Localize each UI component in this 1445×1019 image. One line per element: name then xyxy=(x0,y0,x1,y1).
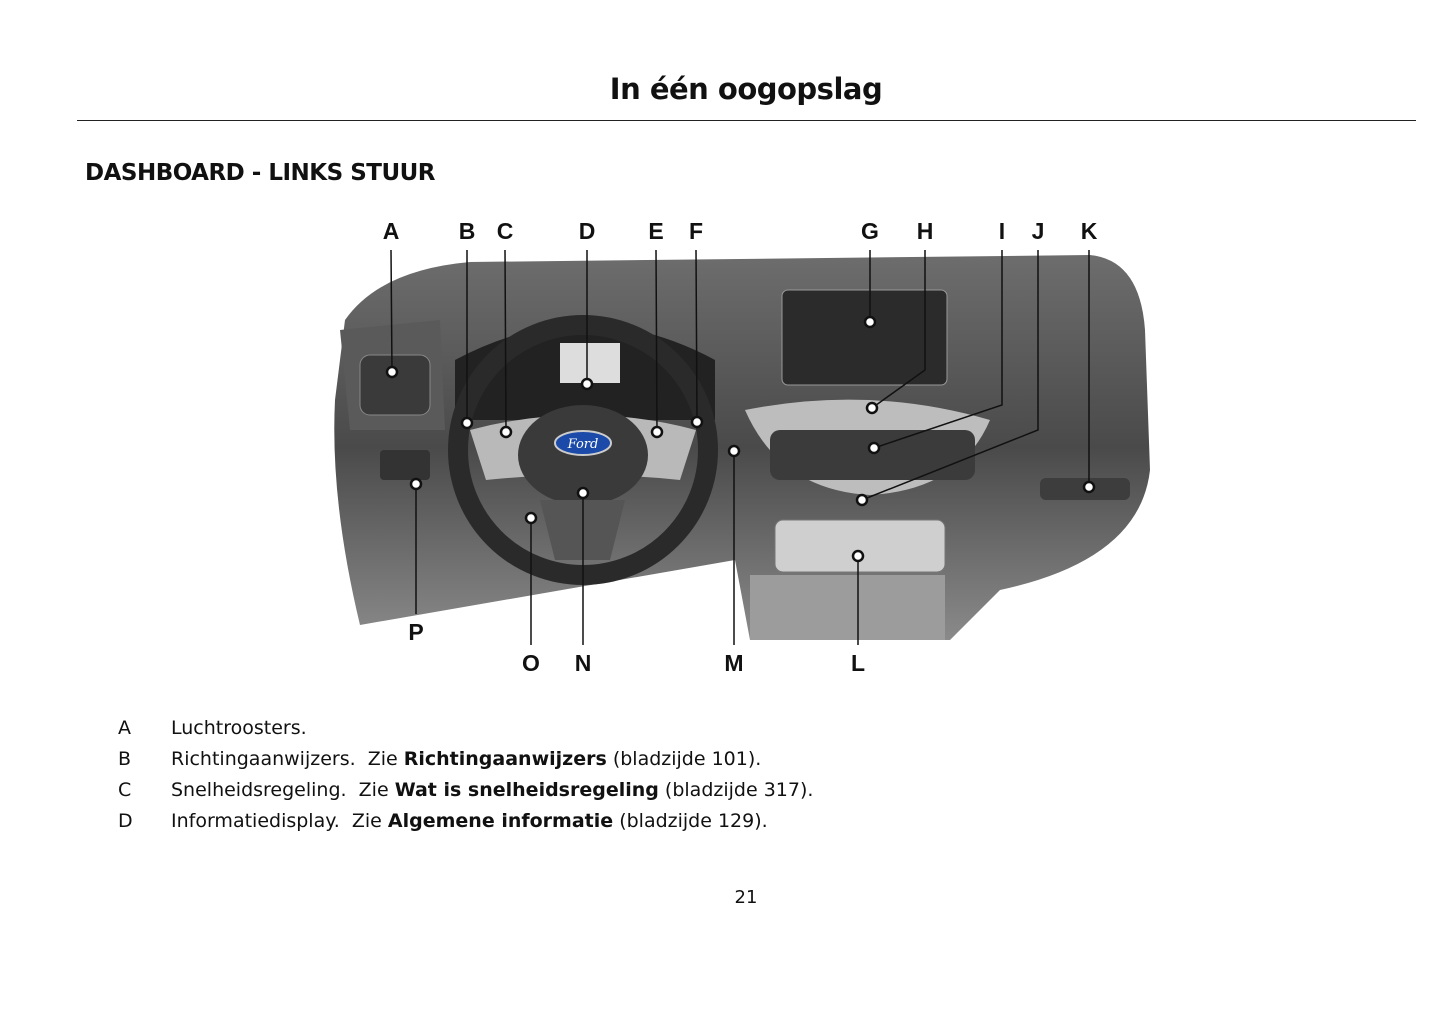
callout-dot-k xyxy=(1082,480,1096,494)
callout-label-b: B xyxy=(459,218,476,244)
callout-label-j: J xyxy=(1032,218,1045,244)
callout-dot-n xyxy=(576,486,590,500)
page-title: In één oogopslag xyxy=(609,72,883,106)
callout-label-l: L xyxy=(851,650,865,676)
callout-dot-e xyxy=(650,425,664,439)
leader-line-j xyxy=(861,250,1039,501)
page-number: 21 xyxy=(734,887,758,908)
callout-dot-a xyxy=(385,365,399,379)
leader-line-h xyxy=(871,250,926,409)
legend-text: Snelheidsregeling. Zie xyxy=(171,778,395,801)
legend-item: C Snelheidsregeling. Zie Wat is snelheids… xyxy=(118,774,813,805)
ford-logo-text: Ford xyxy=(567,437,599,452)
leader-line-a xyxy=(390,249,393,373)
callout-dot-l xyxy=(851,549,865,563)
legend-text: Informatiedisplay. Zie xyxy=(171,809,388,832)
callout-dot-i xyxy=(867,441,881,455)
section-heading: DASHBOARD - LINKS STUUR xyxy=(85,160,436,186)
callout-label-g: G xyxy=(861,218,879,244)
callout-dot-g xyxy=(863,315,877,329)
callout-dot-m xyxy=(727,444,741,458)
callout-dot-o xyxy=(524,511,538,525)
header-divider xyxy=(77,120,1416,121)
cross-reference-link[interactable]: Richtingaanwijzers xyxy=(403,747,607,770)
legend-key: A xyxy=(118,716,131,739)
callout-dot-f xyxy=(690,415,704,429)
leader-line-e xyxy=(655,249,658,433)
callout-label-n: N xyxy=(575,650,592,676)
callout-label-e: E xyxy=(648,218,663,244)
legend-item: D Informatiedisplay. Zie Algemene informa… xyxy=(118,805,813,836)
callout-label-c: C xyxy=(497,218,514,244)
cross-reference-link[interactable]: Algemene informatie xyxy=(387,809,614,832)
callout-dot-d xyxy=(580,377,594,391)
legend-key: C xyxy=(118,778,132,801)
callout-label-k: K xyxy=(1081,218,1098,244)
callout-label-h: H xyxy=(917,218,934,244)
leader-line-i xyxy=(873,250,1003,449)
callout-label-o: O xyxy=(522,650,540,676)
callout-label-f: F xyxy=(689,218,703,244)
steering-wheel: Ford xyxy=(448,315,718,585)
legend-text: Luchtroosters. xyxy=(171,716,307,739)
leader-line-c xyxy=(504,249,507,433)
legend-key: D xyxy=(118,809,133,832)
legend-text: Richtingaanwijzers. Zie xyxy=(171,747,404,770)
legend-key: B xyxy=(118,747,132,770)
callout-label-m: M xyxy=(724,650,743,676)
legend-item: A Luchtroosters. xyxy=(118,712,813,743)
callout-dot-p xyxy=(409,477,423,491)
callout-dot-h xyxy=(865,401,879,415)
callout-dot-j xyxy=(855,493,869,507)
callout-label-a: A xyxy=(383,218,400,244)
callout-dot-c xyxy=(499,425,513,439)
legend-item: B Richtingaanwijzers. Zie Richtingaanwijz… xyxy=(118,743,813,774)
page-reference: (bladzijde 129). xyxy=(613,809,768,832)
callout-dot-b xyxy=(460,416,474,430)
page-reference: (bladzijde 101). xyxy=(606,747,762,770)
ford-logo xyxy=(554,430,612,456)
cross-reference-link[interactable]: Wat is snelheidsregeling xyxy=(394,778,659,801)
callout-label-i: I xyxy=(999,218,1005,244)
page-reference: (bladzijde 317). xyxy=(658,778,814,801)
leader-line-f xyxy=(695,249,698,423)
callout-label-p: P xyxy=(408,619,423,645)
callout-label-d: D xyxy=(579,218,596,244)
